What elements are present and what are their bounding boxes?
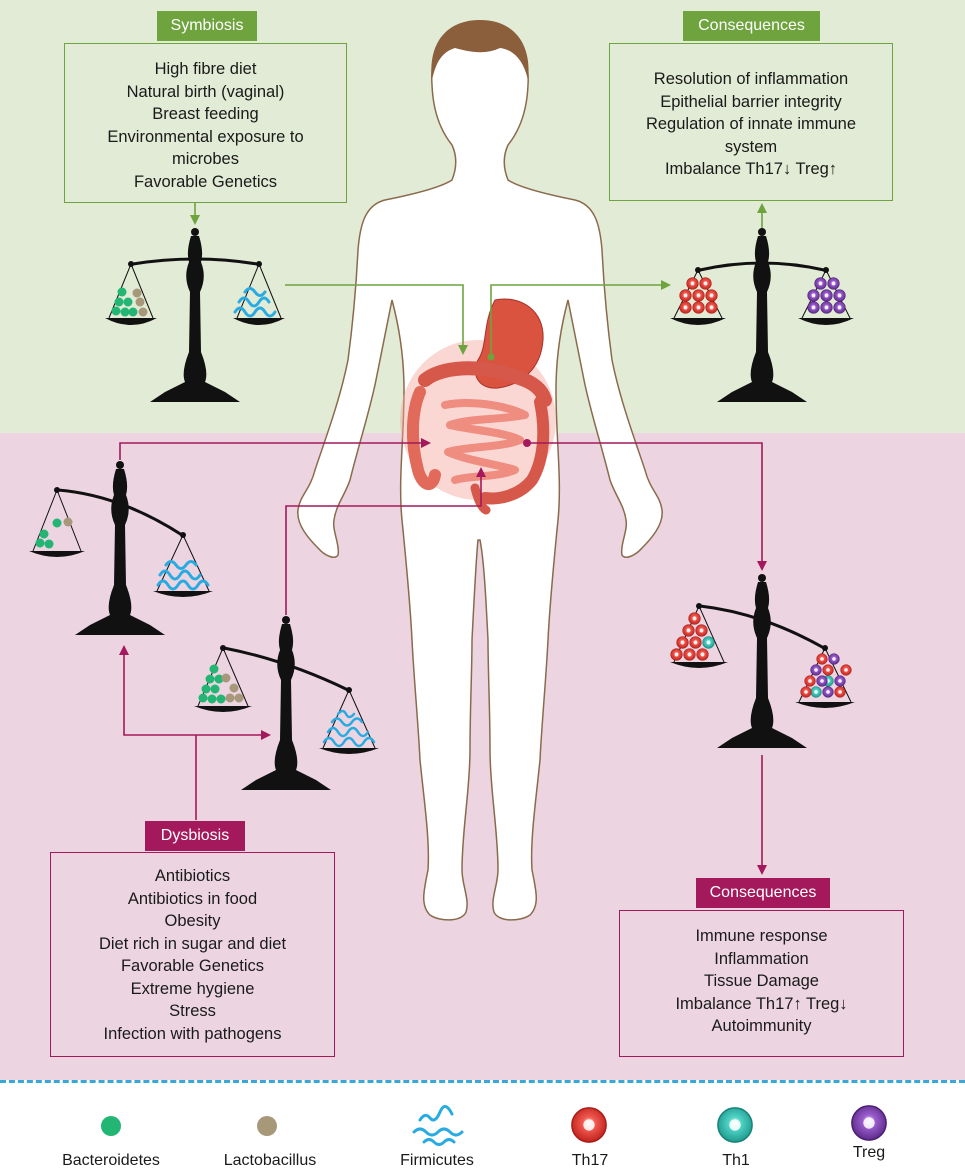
legend-label: Treg [852,1144,886,1161]
consequences-bottom-box: Immune response Inflammation Tissue Dama… [619,910,904,1057]
purple-cell-icon [850,1104,888,1142]
consequences-bottom-tag: Consequences [696,878,830,908]
bacteroidetes-dots [35,518,62,549]
symbiosis-connectors [190,203,767,361]
lactobacillus-dots [132,288,148,317]
consequence-line: Tissue Damage [704,972,819,990]
lactobacillus-dots [221,673,244,703]
dysbiosis-scale-right [194,616,379,790]
symbiosis-line: High fibre diet [154,60,257,78]
consequence-line: Imbalance Th17↑ Treg↓ [675,994,848,1013]
dysbiosis-line: Obesity [164,912,221,930]
consequence-line: Immune response [695,927,828,945]
dysbiosis-line: Antibiotics [154,867,231,885]
symbiosis-tag: Symbiosis [157,11,257,41]
firmicutes-squiggles [322,709,376,748]
consequence-line: system [724,137,778,156]
consequence-line: Inflammation [714,949,809,968]
dysbiosis-connectors [119,438,767,875]
symbiosis-scale [105,228,285,402]
symbiosis-line: Favorable Genetics [133,172,278,191]
symbiosis-line: microbes [172,150,239,168]
dysbiosis-tag: Dysbiosis [145,821,245,851]
dysbiosis-line: Diet rich in sugar and diet [98,934,287,953]
consequences-top-box: Resolution of inflammation Epithelial ba… [609,43,893,201]
teal-cell-icon [716,1106,754,1144]
dysbiosis-line: Extreme hygiene [130,979,255,998]
digestive-organs [400,298,556,515]
dysbiosis-line: Infection with pathogens [103,1024,282,1043]
legend-label: Th17 [571,1152,609,1169]
legend-label: Firmicutes [400,1152,474,1169]
legend-icons [101,1104,888,1146]
dysbiosis-line: Antibiotics in food [127,889,258,908]
dysbiosis-line: Stress [169,1002,216,1020]
green-dot-icon [101,1116,121,1136]
dysbiosis-line: Favorable Genetics [120,957,265,975]
blue-squiggle-icon [412,1105,464,1146]
consequence-line: Epithelial barrier integrity [660,92,842,111]
symbiosis-line: Environmental exposure to [107,127,304,146]
consequence-line: Resolution of inflammation [653,70,849,88]
dysbiosis-scale-left [29,461,213,635]
symbiosis-line: Breast feeding [152,105,259,123]
th17-cells [670,612,709,661]
symbiosis-line: Natural birth (vaginal) [126,82,285,101]
firmicutes-squiggles [156,560,210,591]
tan-dot-icon [257,1116,277,1136]
firmicutes-squiggles [233,287,277,318]
legend-label: Th1 [722,1152,750,1169]
bacteroidetes-dots [198,664,226,704]
consequences-top-scale [670,228,854,402]
bacteroidetes-dots [111,287,138,317]
consequences-top-tag: Consequences [683,11,820,41]
consequence-line: Regulation of innate immune [645,115,857,133]
consequence-line: Imbalance Th17↓ Treg↑ [664,160,838,178]
red-cell-icon [570,1106,608,1144]
legend-label: Lactobacillus [223,1152,317,1169]
symbiosis-factors-box: High fibre diet Natural birth (vaginal) … [64,43,347,203]
consequences-bottom-scale: ... [670,574,855,748]
th17-cells [679,277,718,314]
legend-label: Bacteroidetes [62,1152,160,1169]
legend-divider [0,1080,965,1083]
lactobacillus-dots [63,517,73,527]
dysbiosis-factors-box: Antibiotics Antibiotics in food Obesity … [50,852,335,1057]
consequence-line: Autoimmunity [711,1017,812,1035]
treg-cells [807,277,846,314]
